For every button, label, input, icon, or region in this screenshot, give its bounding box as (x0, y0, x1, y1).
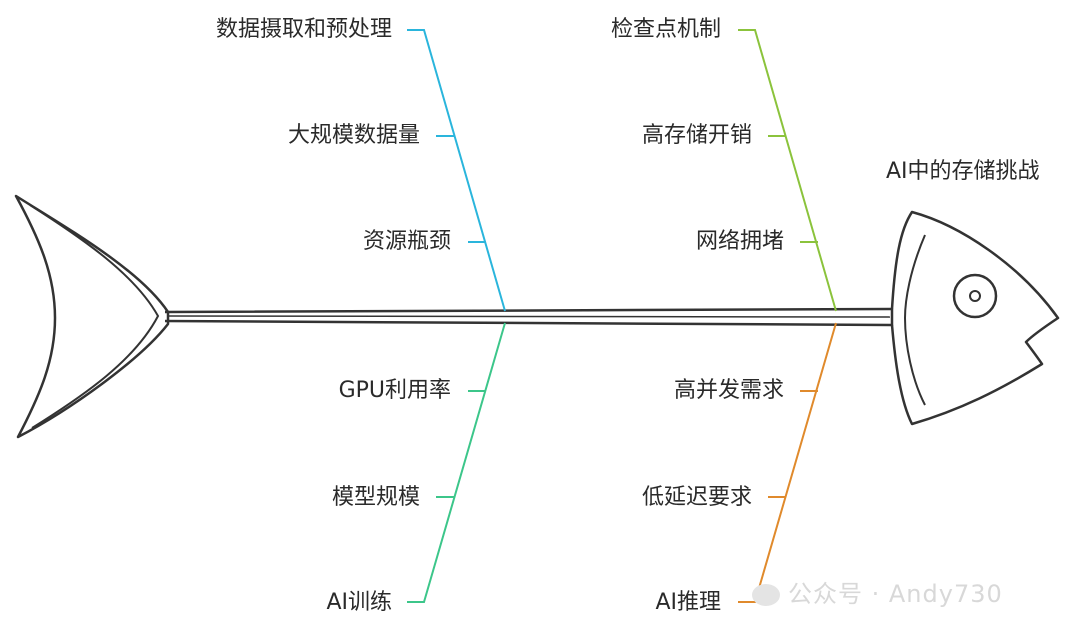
cause-label: 数据摄取和预处理 (215, 17, 392, 42)
branch-title: AI推理 (655, 590, 721, 615)
problem-label: AI中的存储挑战 (886, 159, 1040, 184)
wechat-icon (752, 584, 780, 606)
watermark-text: 公众号 · Andy730 (788, 580, 1003, 608)
branch-bone (407, 29, 506, 312)
cause-label: 资源瓶颈 (362, 229, 451, 254)
cause-label: 大规模数据量 (287, 123, 420, 148)
cause-label: 低延迟要求 (641, 485, 752, 510)
branch-bone (738, 29, 837, 312)
branch-bone (738, 322, 837, 603)
cause-label: 高并发需求 (673, 378, 784, 403)
branch-bone (407, 322, 506, 603)
cause-label: GPU利用率 (338, 378, 451, 403)
watermark: 公众号 · Andy730 (752, 574, 1003, 609)
fish-eye (952, 273, 998, 319)
branch-title: AI训练 (326, 590, 392, 615)
fish-tail-inner (29, 204, 160, 429)
fish-gill (903, 234, 926, 406)
cause-label: 模型规模 (331, 485, 420, 510)
fish-tail (14, 194, 170, 439)
fish-pupil (969, 290, 981, 302)
cause-label: 网络拥堵 (695, 229, 784, 254)
fish-spine (164, 307, 894, 327)
cause-label: 高存储开销 (641, 123, 752, 148)
branch-lines (407, 29, 837, 603)
cause-label: 检查点机制 (610, 17, 721, 42)
fish-head (890, 210, 1060, 426)
fish-spine-inner (167, 315, 891, 318)
